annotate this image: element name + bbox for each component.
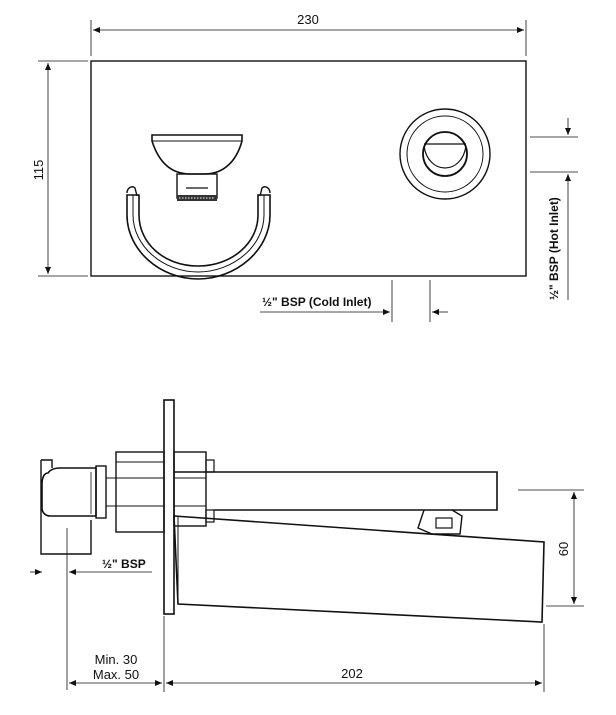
height-label: 115 [31,160,46,181]
front-view: 230 115 [31,12,578,322]
cold-inlet-label: ½" BSP (Cold Inlet) [262,295,371,309]
projection-label: 202 [341,666,363,681]
wall-depth-dimension: Min. 30 Max. 50 [69,616,165,692]
wall-plate [163,399,175,615]
side-bsp-label: ½" BSP [102,557,146,571]
wall-min-label: Min. 30 [95,652,138,667]
width-dimension: 230 [90,12,527,56]
hot-control-knob [399,108,491,200]
hot-inlet-label: ½" BSP (Hot Inlet) [547,197,561,300]
side-view: 60 ½" BSP Min. 30 Max. 50 202 [30,399,584,692]
side-bsp-dimension: ½" BSP [30,528,152,690]
hot-inlet-dimension: ½" BSP (Hot Inlet) [530,118,578,300]
front-collar [173,451,215,527]
spout-outlet [151,134,243,201]
width-label: 230 [297,12,319,27]
wall-max-label: Max. 50 [93,667,139,682]
side-handle [40,459,107,555]
spout-height-label: 60 [556,542,571,556]
rear-valve-body [106,451,165,533]
backplate-outline [90,60,527,277]
cold-inlet-dimension: ½" BSP (Cold Inlet) [260,280,448,322]
projection-dimension: 202 [166,624,545,692]
cold-handle [126,186,271,280]
spout-arm [174,471,498,535]
spout-blade [173,515,545,623]
spout-height-dimension: 60 [518,489,584,607]
height-dimension: 115 [31,60,88,277]
